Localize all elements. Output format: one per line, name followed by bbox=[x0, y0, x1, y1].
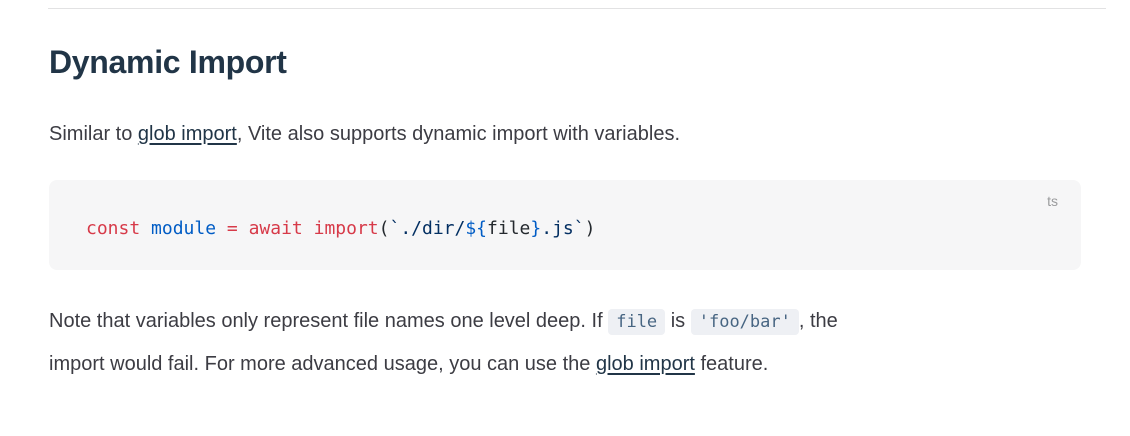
text-segment: , Vite also supports dynamic import with… bbox=[236, 123, 680, 145]
text-segment: Note that variables only represent file … bbox=[49, 310, 609, 332]
top-divider bbox=[48, 8, 1106, 9]
text-segment: is bbox=[665, 310, 691, 332]
code-token: import bbox=[313, 218, 379, 239]
glob-import-link[interactable]: glob import bbox=[595, 353, 695, 375]
text-segment: import would fail. For more advanced usa… bbox=[49, 353, 596, 375]
code-token: = bbox=[226, 218, 249, 239]
code-pre: const module = await import(`./dir/${fil… bbox=[86, 216, 1057, 242]
code-token: module bbox=[151, 218, 227, 239]
page-title: Dynamic Import bbox=[49, 44, 287, 80]
code-token: ( bbox=[378, 218, 390, 239]
glob-import-link[interactable]: glob import bbox=[137, 123, 237, 145]
inline-code: file bbox=[608, 309, 666, 335]
code-block: ts const module = await import(`./dir/${… bbox=[49, 180, 1081, 270]
code-token: .js` bbox=[541, 218, 585, 239]
code-token: await bbox=[248, 218, 314, 239]
text-segment: Similar to bbox=[49, 123, 138, 145]
text-segment: feature. bbox=[694, 353, 769, 375]
code-token: const bbox=[86, 218, 152, 239]
code-token: `./dir/ bbox=[389, 218, 466, 239]
doc-content: Dynamic Import Similar to glob import, V… bbox=[0, 41, 1130, 385]
code-token: ${ bbox=[465, 218, 488, 239]
text-segment: , the bbox=[798, 310, 838, 332]
intro-paragraph: Similar to glob import, Vite also suppor… bbox=[49, 119, 1081, 149]
code-token: file bbox=[487, 218, 531, 239]
code-token: ) bbox=[584, 218, 596, 239]
code-token: } bbox=[530, 218, 542, 239]
code-line: const module = await import(`./dir/${fil… bbox=[86, 218, 595, 239]
code-lang-label: ts bbox=[1047, 193, 1058, 209]
inline-code: 'foo/bar' bbox=[690, 309, 799, 335]
note-paragraph: Note that variables only represent file … bbox=[49, 300, 1081, 385]
